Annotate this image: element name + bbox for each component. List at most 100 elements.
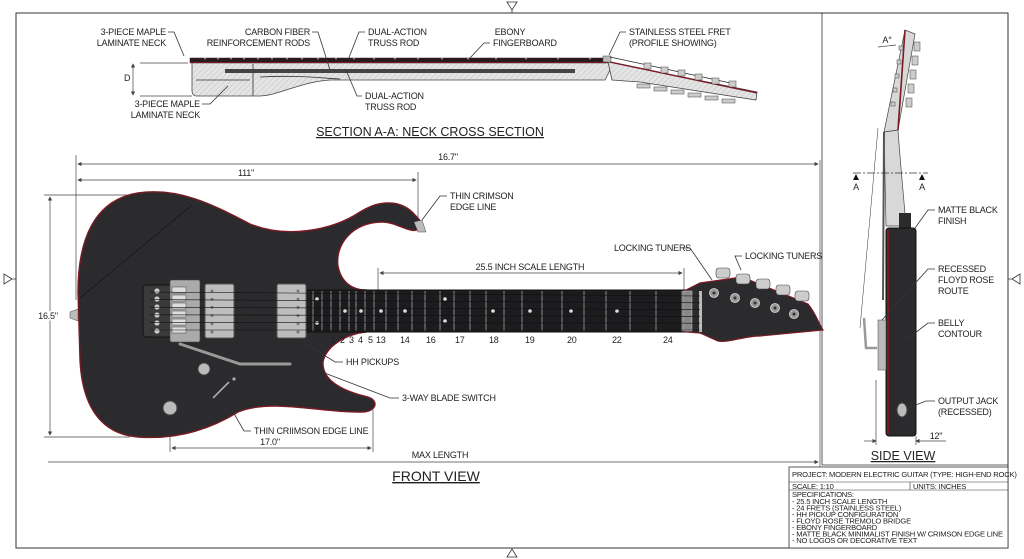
label-truss-rod-bottom-2: TRUSS ROD xyxy=(365,102,417,112)
locking-tuners xyxy=(709,267,810,319)
pole-piece xyxy=(296,322,300,326)
label-hh-pickups: HH PICKUPS xyxy=(346,357,399,367)
spec-item: - FLOYD ROSE TREMOLO BRIDGE xyxy=(792,517,911,526)
inlay-dot xyxy=(379,309,383,313)
inlay-dot xyxy=(315,321,319,325)
label-truss-rod-top: DUAL-ACTION xyxy=(368,27,427,37)
inlay-dot xyxy=(343,309,347,313)
pole-piece xyxy=(296,330,300,334)
spec-item: - NO LOGOS OR DECORATIVE TEXT xyxy=(792,536,918,545)
label-ebony: EBONY xyxy=(495,27,526,37)
string xyxy=(149,322,701,324)
side-neck xyxy=(883,129,907,227)
label-crimson-top-2: EDGE LINE xyxy=(450,202,496,212)
tuner-post-center xyxy=(792,312,796,316)
tuner-button xyxy=(735,273,751,285)
string xyxy=(149,299,701,304)
dim-max-length: MAX LENGTH xyxy=(412,450,469,460)
label-crimson-top: THIN CRIMSON xyxy=(450,191,514,201)
label-maple-top: 3-PIECE MAPLE xyxy=(101,27,167,37)
label-maple-top-2: LAMINATE NECK xyxy=(97,38,166,48)
spec-item: - EBONY FINGERBOARD xyxy=(792,523,878,532)
fret-number: 1 xyxy=(331,335,336,345)
fret-number: 20 xyxy=(567,335,577,345)
pole-piece xyxy=(296,297,300,301)
spec-item: - 25.5 INCH SCALE LENGTH xyxy=(792,497,887,506)
frets xyxy=(312,291,683,331)
tuner-post-center xyxy=(733,296,737,300)
label-stainless-fret-2: (PROFILE SHOWING) xyxy=(629,38,717,48)
carbon-rod xyxy=(225,69,575,73)
label-ebony-2: FINGERBOARD xyxy=(493,38,558,48)
inlay-dot xyxy=(491,309,495,313)
dim-overall: 16.7" xyxy=(438,152,458,162)
inlays xyxy=(315,297,619,325)
drawing-frame xyxy=(3,1,1021,558)
label-truss-rod-top-2: TRUSS ROD xyxy=(368,38,420,48)
saddle xyxy=(171,318,187,326)
headstock-angle: A° xyxy=(882,35,892,45)
blade-switch xyxy=(212,381,230,399)
side-tremolo-arm xyxy=(862,317,877,350)
pole-piece xyxy=(210,314,214,318)
center-mark-left xyxy=(3,273,16,285)
fine-tuner xyxy=(154,288,160,294)
fret-number: 5 xyxy=(368,335,373,345)
spec-item: - 24 FRETS (STAINLESS STEEL) xyxy=(792,504,902,513)
string xyxy=(149,306,701,310)
fine-tuner xyxy=(154,296,160,302)
pole-piece xyxy=(296,314,300,318)
locking-nut xyxy=(682,290,693,332)
tuner-post-center xyxy=(773,306,777,310)
center-mark-bottom xyxy=(506,548,518,558)
label-floyd-route: RECESSED xyxy=(938,264,987,274)
string xyxy=(149,291,701,297)
label-belly-contour: BELLY xyxy=(938,318,965,328)
inlay-dot xyxy=(569,309,573,313)
dim-height: 16.5" xyxy=(38,311,58,321)
label-output-jack: OUTPUT JACK xyxy=(938,396,998,406)
guitar-body xyxy=(77,191,423,439)
fret-number: 18 xyxy=(489,335,499,345)
headstock xyxy=(685,276,825,342)
inlay-dot xyxy=(443,319,447,323)
label-blade-switch: 3-WAY BLADE SWITCH xyxy=(402,393,496,403)
label-truss-rod-bottom: DUAL-ACTION xyxy=(365,91,424,101)
fine-tuner xyxy=(154,328,160,334)
inlay-dot xyxy=(615,309,619,313)
section-marker-left: A xyxy=(853,182,859,192)
inlay-dot xyxy=(403,309,407,313)
strings xyxy=(149,291,701,331)
side-view: A A A° 12" MATTE BLACK FINISH RECESSED F… xyxy=(853,29,999,463)
tuner-posts xyxy=(636,62,737,104)
inlay-dot xyxy=(528,309,532,313)
dim-scale-length: 25.5 INCH SCALE LENGTH xyxy=(476,262,585,272)
saddle xyxy=(171,286,187,294)
units-value: UNITS: INCHES xyxy=(913,482,966,491)
string xyxy=(149,314,701,317)
saddle xyxy=(171,310,187,318)
spec-heading: SPECIFICATIONS: xyxy=(792,490,854,499)
label-maple-bottom: 3-PIECE MAPLE xyxy=(135,99,201,109)
section-a-a-view: D 3-PIECE MAPLE LAMINATE NECK CARBON FIB… xyxy=(97,27,758,139)
fret-number: 13 xyxy=(376,335,386,345)
tone-knob xyxy=(162,400,178,416)
tuner-button xyxy=(775,284,791,296)
dim-side-width: 12" xyxy=(930,431,943,441)
inlay-dot xyxy=(443,297,447,301)
label-floyd-route-2: FLOYD ROSE xyxy=(938,275,994,285)
depth-label: D xyxy=(124,73,131,83)
fret-numbers: 1 2 3 4 5 13 14 16 17 18 19 20 22 24 xyxy=(331,335,673,345)
label-matte-black-2: FINISH xyxy=(938,216,966,226)
tremolo-arm xyxy=(178,342,292,366)
fret-number: 14 xyxy=(400,335,410,345)
pole-piece xyxy=(210,289,214,293)
tuner-post-center xyxy=(753,301,757,305)
pole-piece xyxy=(296,289,300,293)
label-carbon-fiber-2: REINFORCEMENT RODS xyxy=(207,38,310,48)
fret-number: 22 xyxy=(612,335,622,345)
nut xyxy=(699,291,702,332)
pole-piece xyxy=(210,322,214,326)
project-name: PROJECT: MODERN ELECTRIC GUITAR (TYPE: H… xyxy=(792,470,1017,479)
